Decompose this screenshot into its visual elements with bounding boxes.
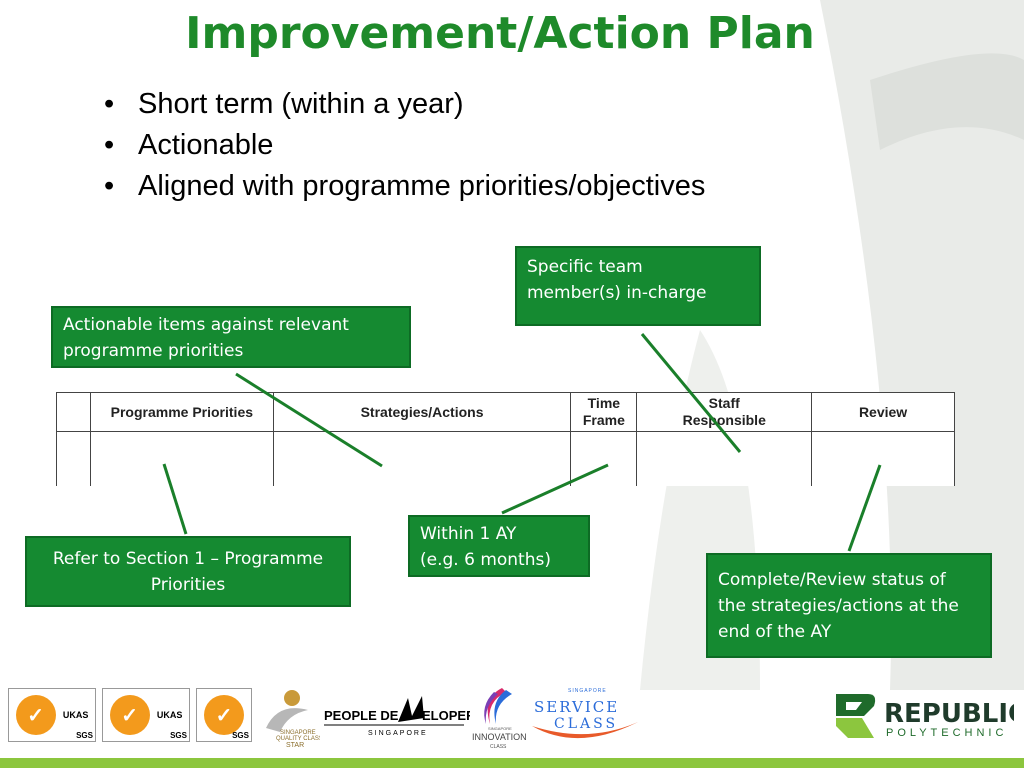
callout-specific-team: Specific team member(s) in-charge — [515, 246, 761, 326]
bullet-item: Short term (within a year) — [100, 84, 705, 125]
cert-check-icon: ✓ — [15, 695, 56, 735]
quality-class-line: STAR — [286, 742, 304, 748]
table-header-index — [56, 392, 91, 432]
table-cell — [811, 431, 955, 486]
logo-strip: ✓ UKAS SGS ✓ UKAS SGS ✓ SGS SINGAPORE QU… — [0, 678, 1024, 758]
quality-class-line: SINGAPORE — [280, 730, 316, 736]
table-cell — [56, 431, 91, 486]
service-class-line: SINGAPORE — [568, 688, 607, 694]
table-header-staff-responsible: Staff Responsible — [636, 392, 813, 432]
cert-ukas-label: UKAS — [156, 710, 183, 720]
callout-line: member(s) in-charge — [527, 283, 707, 303]
callout-line: end of the AY — [718, 622, 832, 642]
callout-line: Refer to Section 1 – Programme — [52, 549, 324, 569]
service-class-line: SERVICE — [534, 698, 619, 716]
table-header-strategies-actions: Strategies/Actions — [272, 392, 572, 432]
bottom-bar — [0, 758, 1024, 768]
table-header-time-frame: Time Frame — [570, 392, 638, 432]
people-developer-text: PEOPLE DE — [324, 708, 399, 723]
bullet-item: Aligned with programme priorities/object… — [100, 166, 705, 207]
table-cell — [89, 431, 274, 486]
cert-ukas-label: UKAS — [62, 710, 89, 720]
republic-polytechnic-logo: REPUBLIC POLYTECHNIC — [834, 688, 1024, 742]
people-developer-icon: PEOPLE DE ELOPER SINGAPORE — [324, 696, 476, 737]
cert-check-icon: ✓ — [109, 695, 150, 735]
action-plan-table: Programme Priorities Strategies/Actions … — [56, 392, 955, 486]
innovation-class-line: SINGAPORE — [488, 726, 512, 731]
republic-polytechnic-icon: REPUBLIC POLYTECHNIC — [836, 694, 1024, 739]
service-class-icon: SINGAPORE SERVICE CLASS — [532, 688, 638, 739]
people-developer-text: SINGAPORE — [368, 730, 428, 737]
quality-class-line: QUALITY CLASS — [276, 736, 320, 742]
innovation-class-line: CLASS — [490, 744, 507, 750]
republic-text: REPUBLIC — [884, 699, 1014, 729]
callout-line: Actionable items against relevant — [63, 315, 349, 335]
callout-line: the strategies/actions at the — [718, 596, 959, 616]
innovation-class-line: INNOVATION — [472, 732, 527, 742]
innovation-class-logo: SINGAPORE INNOVATION CLASS — [472, 684, 530, 750]
cert-logo: ✓ UKAS SGS — [8, 688, 96, 742]
cert-sgs-label: SGS — [232, 731, 249, 740]
quality-class-icon: SINGAPORE QUALITY CLASS STAR — [266, 690, 323, 749]
callout-within-ay: Within 1 AY (e.g. 6 months) — [408, 515, 590, 577]
callout-line: Specific team — [527, 257, 643, 277]
table-header-programme-priorities: Programme Priorities — [89, 392, 274, 432]
table-header-review: Review — [811, 392, 955, 432]
polytechnic-text: POLYTECHNIC — [886, 727, 1007, 739]
service-class-line: CLASS — [554, 716, 618, 732]
bullet-list: Short term (within a year) Actionable Al… — [100, 84, 705, 207]
callout-line: (e.g. 6 months) — [420, 550, 551, 570]
people-developer-text: ELOPER — [422, 708, 470, 723]
table-row — [56, 431, 955, 486]
table-cell — [636, 431, 813, 486]
innovation-class-icon: SINGAPORE INNOVATION CLASS — [472, 688, 527, 750]
cert-sgs-label: SGS — [170, 731, 187, 740]
people-developer-logo: PEOPLE DE ELOPER SINGAPORE — [324, 688, 476, 742]
quality-class-logo: SINGAPORE QUALITY CLASS STAR — [258, 688, 323, 749]
cert-logo: ✓ UKAS SGS — [102, 688, 190, 742]
table-cell — [272, 431, 572, 486]
callout-line: Complete/Review status of — [718, 570, 946, 590]
page-title: Improvement/Action Plan — [185, 8, 815, 59]
callout-line: Priorities — [150, 575, 226, 595]
cert-sgs-label: SGS — [76, 731, 93, 740]
callout-refer-section: Refer to Section 1 – Programme Prioritie… — [25, 536, 351, 607]
table-cell — [570, 431, 638, 486]
bullet-item: Actionable — [100, 125, 705, 166]
callout-line: programme priorities — [63, 341, 244, 361]
callout-complete-review: Complete/Review status of the strategies… — [706, 553, 992, 658]
callout-line: Within 1 AY — [420, 524, 517, 544]
cert-logo: ✓ SGS — [196, 688, 252, 742]
service-class-logo: SINGAPORE SERVICE CLASS — [528, 682, 646, 748]
callout-actionable-items: Actionable items against relevant progra… — [51, 306, 411, 368]
cert-check-icon: ✓ — [204, 695, 244, 735]
